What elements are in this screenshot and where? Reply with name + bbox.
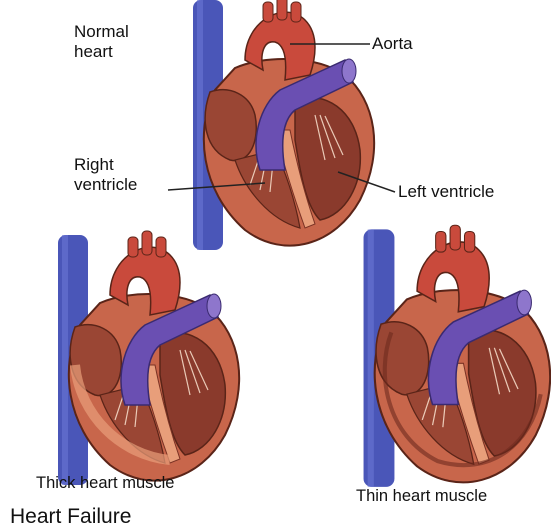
normal-heart-label-line1: Normal [74, 22, 129, 42]
thin-muscle-heart-illustration [364, 225, 551, 487]
normal-heart-illustration [193, 0, 374, 250]
right-ventricle-label-line2: ventricle [74, 175, 137, 195]
normal-heart-label: Normal heart [74, 22, 129, 62]
left-ventricle-label: Left ventricle [398, 182, 494, 202]
aorta-label: Aorta [372, 34, 413, 54]
normal-heart-label-line2: heart [74, 42, 129, 62]
thick-muscle-caption: Thick heart muscle [36, 474, 174, 493]
right-ventricle-label-line1: Right [74, 155, 137, 175]
thick-muscle-heart-illustration [58, 231, 239, 485]
thin-muscle-caption: Thin heart muscle [356, 487, 487, 506]
right-ventricle-label: Right ventricle [74, 155, 137, 195]
diagram-title: Heart Failure [10, 505, 131, 529]
